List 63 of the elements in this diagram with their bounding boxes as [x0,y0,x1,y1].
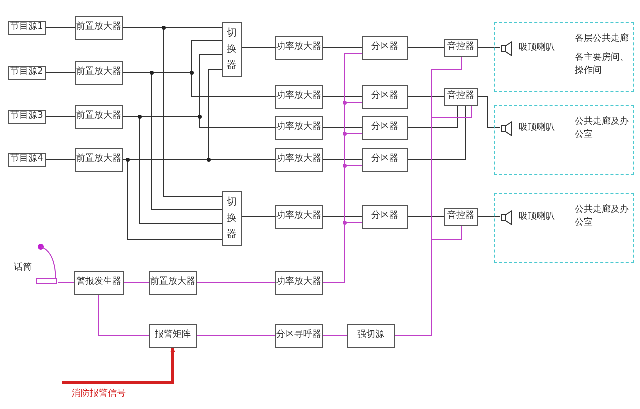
process-box: 功率放大器 [275,148,323,172]
process-box: 前置放大器 [75,148,123,172]
process-box: 节目源1 [8,21,46,35]
switcher-label: 切换器 [227,26,237,72]
zone-area [494,193,634,263]
connector-line [408,216,444,218]
connector-line [62,348,176,384]
process-box: 分区寻呼器 [275,324,323,348]
zone-area [494,105,634,175]
connector-line [478,96,500,128]
process-box: 音控器 [444,208,478,226]
process-box: 功率放大器 [275,85,323,109]
process-box: 分区器 [362,36,408,60]
zone-label: 各层公共走廊 [575,33,630,46]
process-box: 功率放大器 [275,36,323,60]
process-box: 报警矩阵 [149,324,197,348]
process-box: 前置放大器 [75,105,123,129]
connector-line [98,294,150,336]
process-box: 功率放大器 [275,205,323,229]
process-box: 分区器 [362,205,408,229]
connector-line [122,28,222,198]
connector-line [408,106,466,160]
connector-line [408,96,444,98]
connector-line [394,226,462,336]
connector-line [58,282,74,284]
process-box: 功率放大器 [275,271,323,295]
connector-line [478,216,500,218]
connector-line [122,116,222,224]
process-box: 分区器 [362,85,408,109]
node-caption: 话筒 [14,262,32,275]
connector-line [322,96,362,98]
connector-line [196,282,276,284]
process-box: 前置放大器 [149,271,197,295]
speaker-label: 吸顶喇叭 [519,122,555,136]
process-box: 功率放大器 [275,116,323,140]
connector-line [408,106,458,128]
process-box: 警报发生器 [74,271,124,295]
process-box: 音控器 [444,88,478,106]
connector-line [46,116,76,118]
connector-line [322,222,362,284]
switcher-label: 切换器 [227,196,237,242]
connector-line [322,216,362,218]
speaker-label: 吸顶喇叭 [519,42,555,56]
zone-label: 公共走廊及办公室 [575,204,630,230]
process-box: 前置放大器 [75,61,123,85]
process-box: 节目源3 [8,110,46,124]
microphone-drawing [36,244,58,286]
process-box: 分区器 [362,116,408,140]
connector-line [124,282,150,284]
process-box: 音控器 [444,39,478,57]
switcher-box [222,191,242,246]
process-box: 前置放大器 [75,16,123,40]
zone-label: 各主要房间、操作间 [575,52,630,78]
connector-line [46,72,76,74]
process-box: 节目源2 [8,66,46,80]
switcher-box [222,22,242,77]
process-box: 分区器 [362,148,408,172]
process-box: 节目源4 [8,153,46,167]
zone-label: 公共走廊及办公室 [575,116,630,142]
connector-line [242,216,276,218]
zone-area [494,22,634,92]
process-box: 强切源 [347,324,395,348]
speaker-label: 吸顶喇叭 [519,211,555,224]
